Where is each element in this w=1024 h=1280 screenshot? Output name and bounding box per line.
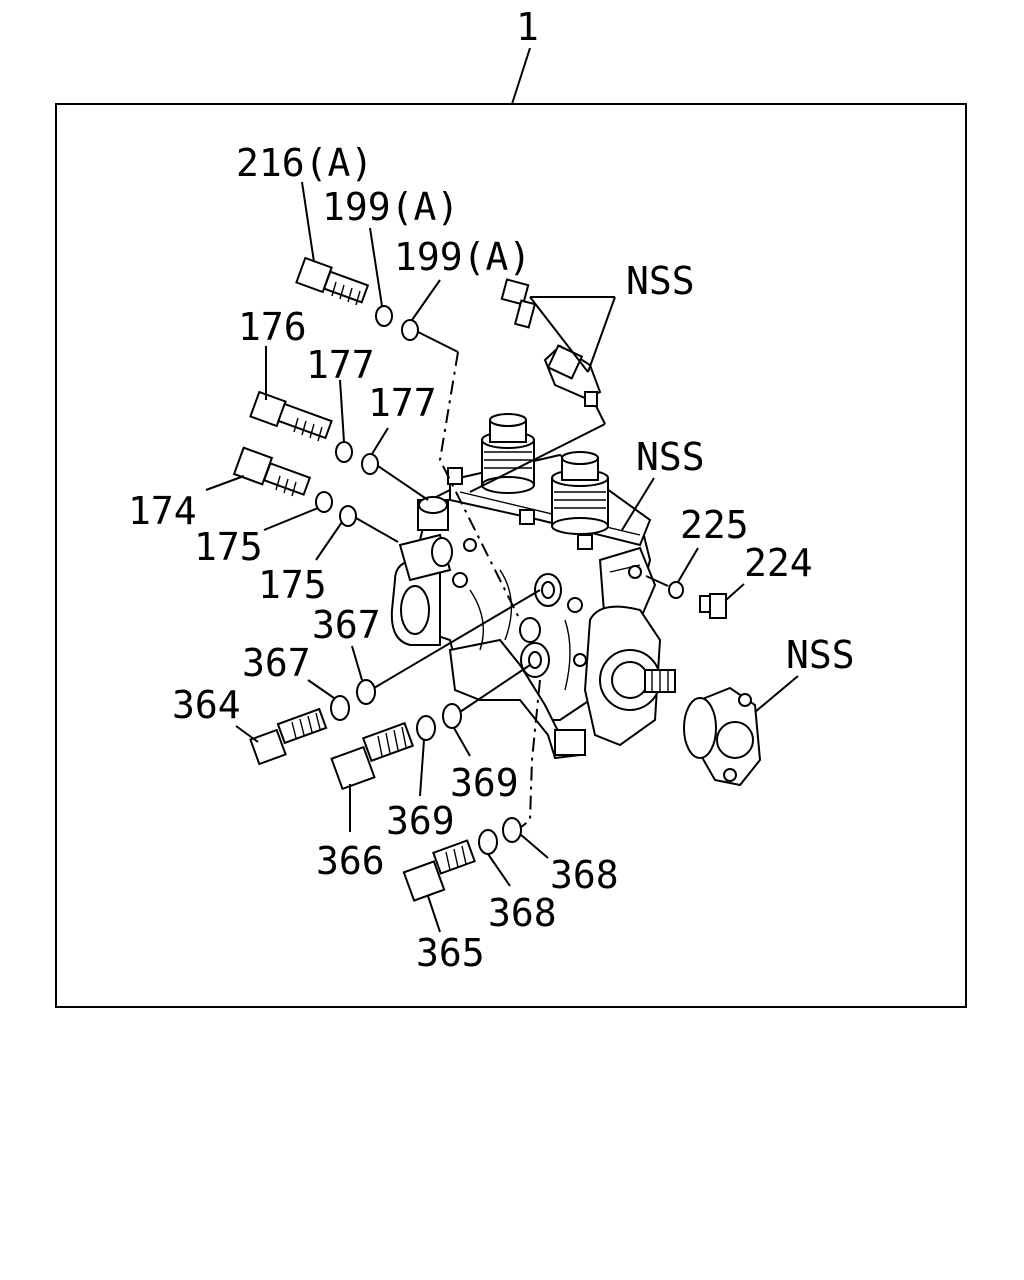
label-366: 366 xyxy=(316,839,385,883)
label-365: 365 xyxy=(416,931,485,975)
label-369-1: 369 xyxy=(450,761,519,805)
label-364: 364 xyxy=(172,683,241,727)
part-nss-bolt-top xyxy=(500,278,537,329)
part-177-washer-2 xyxy=(361,453,379,475)
part-177-washer-1 xyxy=(335,441,353,463)
part-nss-sensor xyxy=(543,344,602,407)
part-176-bolt xyxy=(249,390,333,442)
part-216a-bolt xyxy=(295,256,370,306)
part-369-washer-1 xyxy=(416,715,436,741)
part-174-bolt xyxy=(232,446,312,497)
part-nss-cover xyxy=(683,686,762,787)
label-174: 174 xyxy=(128,489,197,533)
assembly-label: 1 xyxy=(516,5,539,49)
label-224: 224 xyxy=(744,541,813,585)
part-365-bolt xyxy=(402,839,476,902)
part-175-washer-2 xyxy=(339,505,357,527)
part-368-washer-1 xyxy=(478,829,498,855)
part-369-washer-2 xyxy=(442,703,462,729)
part-367-washer-1 xyxy=(356,679,376,705)
label-175-1: 175 xyxy=(194,525,263,569)
callout-labels: 216(A) 199(A) 199(A) NSS 176 177 177 NSS… xyxy=(128,141,855,975)
label-175-2: 175 xyxy=(258,563,327,607)
label-nss-2: NSS xyxy=(636,435,705,479)
part-199a-washer-1 xyxy=(375,305,393,327)
part-199a-washer-2 xyxy=(401,319,419,341)
label-368-1: 368 xyxy=(550,853,619,897)
label-216a: 216(A) xyxy=(236,141,373,185)
part-368-washer-2 xyxy=(502,817,522,843)
pump-head-right xyxy=(551,451,609,535)
label-nss-1: NSS xyxy=(626,259,695,303)
part-367-washer-2 xyxy=(330,695,350,721)
assembly-leader xyxy=(511,47,531,105)
assembly-frame xyxy=(55,103,967,1008)
label-177-2: 177 xyxy=(368,381,437,425)
part-224-plug xyxy=(699,593,727,619)
label-176: 176 xyxy=(238,305,307,349)
part-366-bolt xyxy=(330,721,415,791)
label-225: 225 xyxy=(680,503,749,547)
pump-head-left xyxy=(481,413,535,494)
label-367-1: 367 xyxy=(312,603,381,647)
label-369-2: 369 xyxy=(386,799,455,843)
injection-pump-body xyxy=(390,413,676,760)
label-368-2: 368 xyxy=(488,891,557,935)
label-177-1: 177 xyxy=(306,343,375,387)
label-nss-3: NSS xyxy=(786,633,855,677)
part-175-washer-1 xyxy=(315,491,333,513)
part-225-washer xyxy=(668,581,684,599)
leader-lines xyxy=(205,181,799,933)
label-199a-2: 199(A) xyxy=(394,235,531,279)
label-199a-1: 199(A) xyxy=(322,185,459,229)
label-367-2: 367 xyxy=(242,641,311,685)
part-364-bolt xyxy=(249,707,328,766)
